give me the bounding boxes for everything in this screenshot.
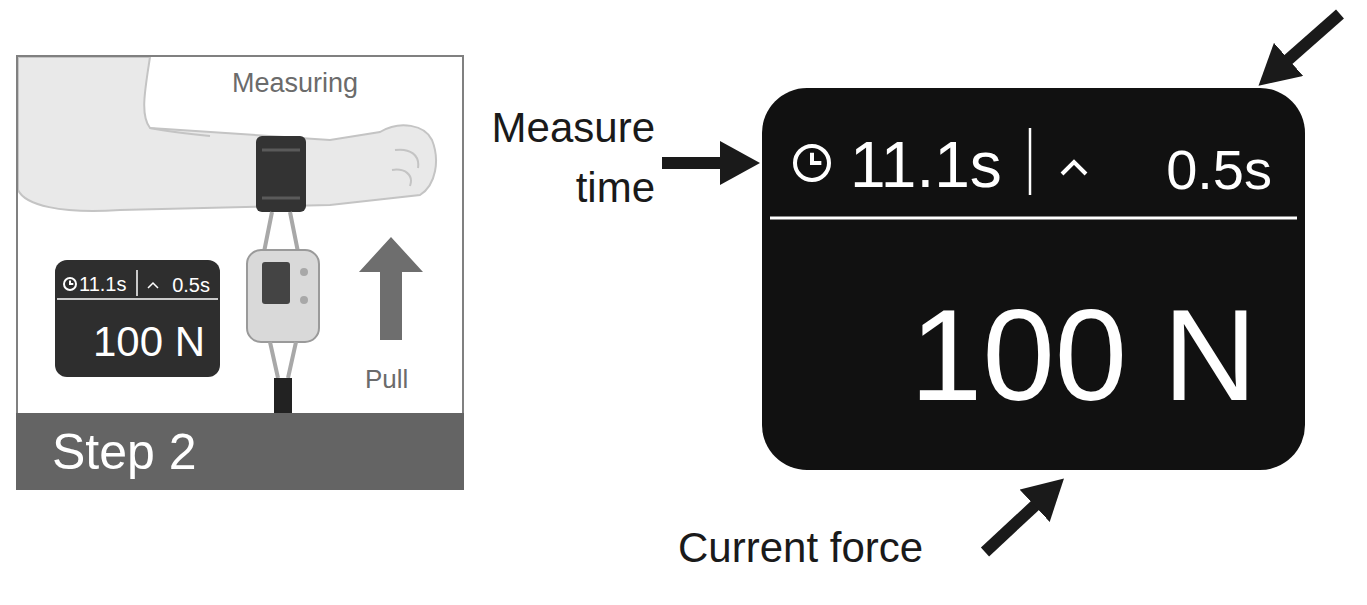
callout-label: Measure time [470, 98, 655, 218]
gauge-screen [262, 262, 290, 304]
clock-hands [70, 280, 73, 284]
divider [136, 270, 138, 296]
force-gauge [247, 250, 319, 342]
clock-icon [795, 146, 829, 180]
gauge-button [300, 268, 308, 276]
state-label: Measuring [232, 70, 358, 97]
divider [770, 217, 1297, 220]
peak-time: 0.5s [1166, 142, 1272, 198]
peak-icon [1062, 162, 1086, 174]
action-label: Pull [365, 366, 408, 392]
clock-icon [64, 278, 76, 290]
wrist-strap [256, 136, 306, 212]
lower-strap [274, 378, 292, 413]
display-panel: 11.1s 0.5s 100 N [762, 88, 1305, 470]
callout-arrow [985, 499, 1042, 552]
callout-label: Current force [678, 525, 978, 571]
force-value: 100 N [910, 290, 1257, 420]
hook [264, 212, 298, 252]
step-title: Step 2 [52, 427, 197, 477]
gauge-button [300, 296, 308, 304]
step-panel: Step 2 11.1s 0.5s 100 N MeasuringPull [16, 55, 464, 490]
strap-stitch [262, 150, 300, 198]
clock-hands [812, 153, 821, 163]
measure-time: 11.1s [79, 274, 126, 294]
divider [57, 298, 218, 300]
measure-time: 11.1s [850, 133, 1002, 197]
arm [18, 57, 436, 211]
peak-icon [148, 283, 158, 288]
pull-arrow [359, 237, 423, 340]
callout-arrow [662, 157, 730, 169]
divider [1029, 128, 1032, 195]
peak-time: 0.5s [172, 275, 210, 295]
lower-hook [270, 342, 296, 378]
callout-arrow [1281, 14, 1340, 66]
step-band: Step 2 [16, 413, 464, 490]
force-value: 100 N [93, 321, 205, 363]
mini-display: 11.1s 0.5s 100 N [55, 260, 220, 377]
